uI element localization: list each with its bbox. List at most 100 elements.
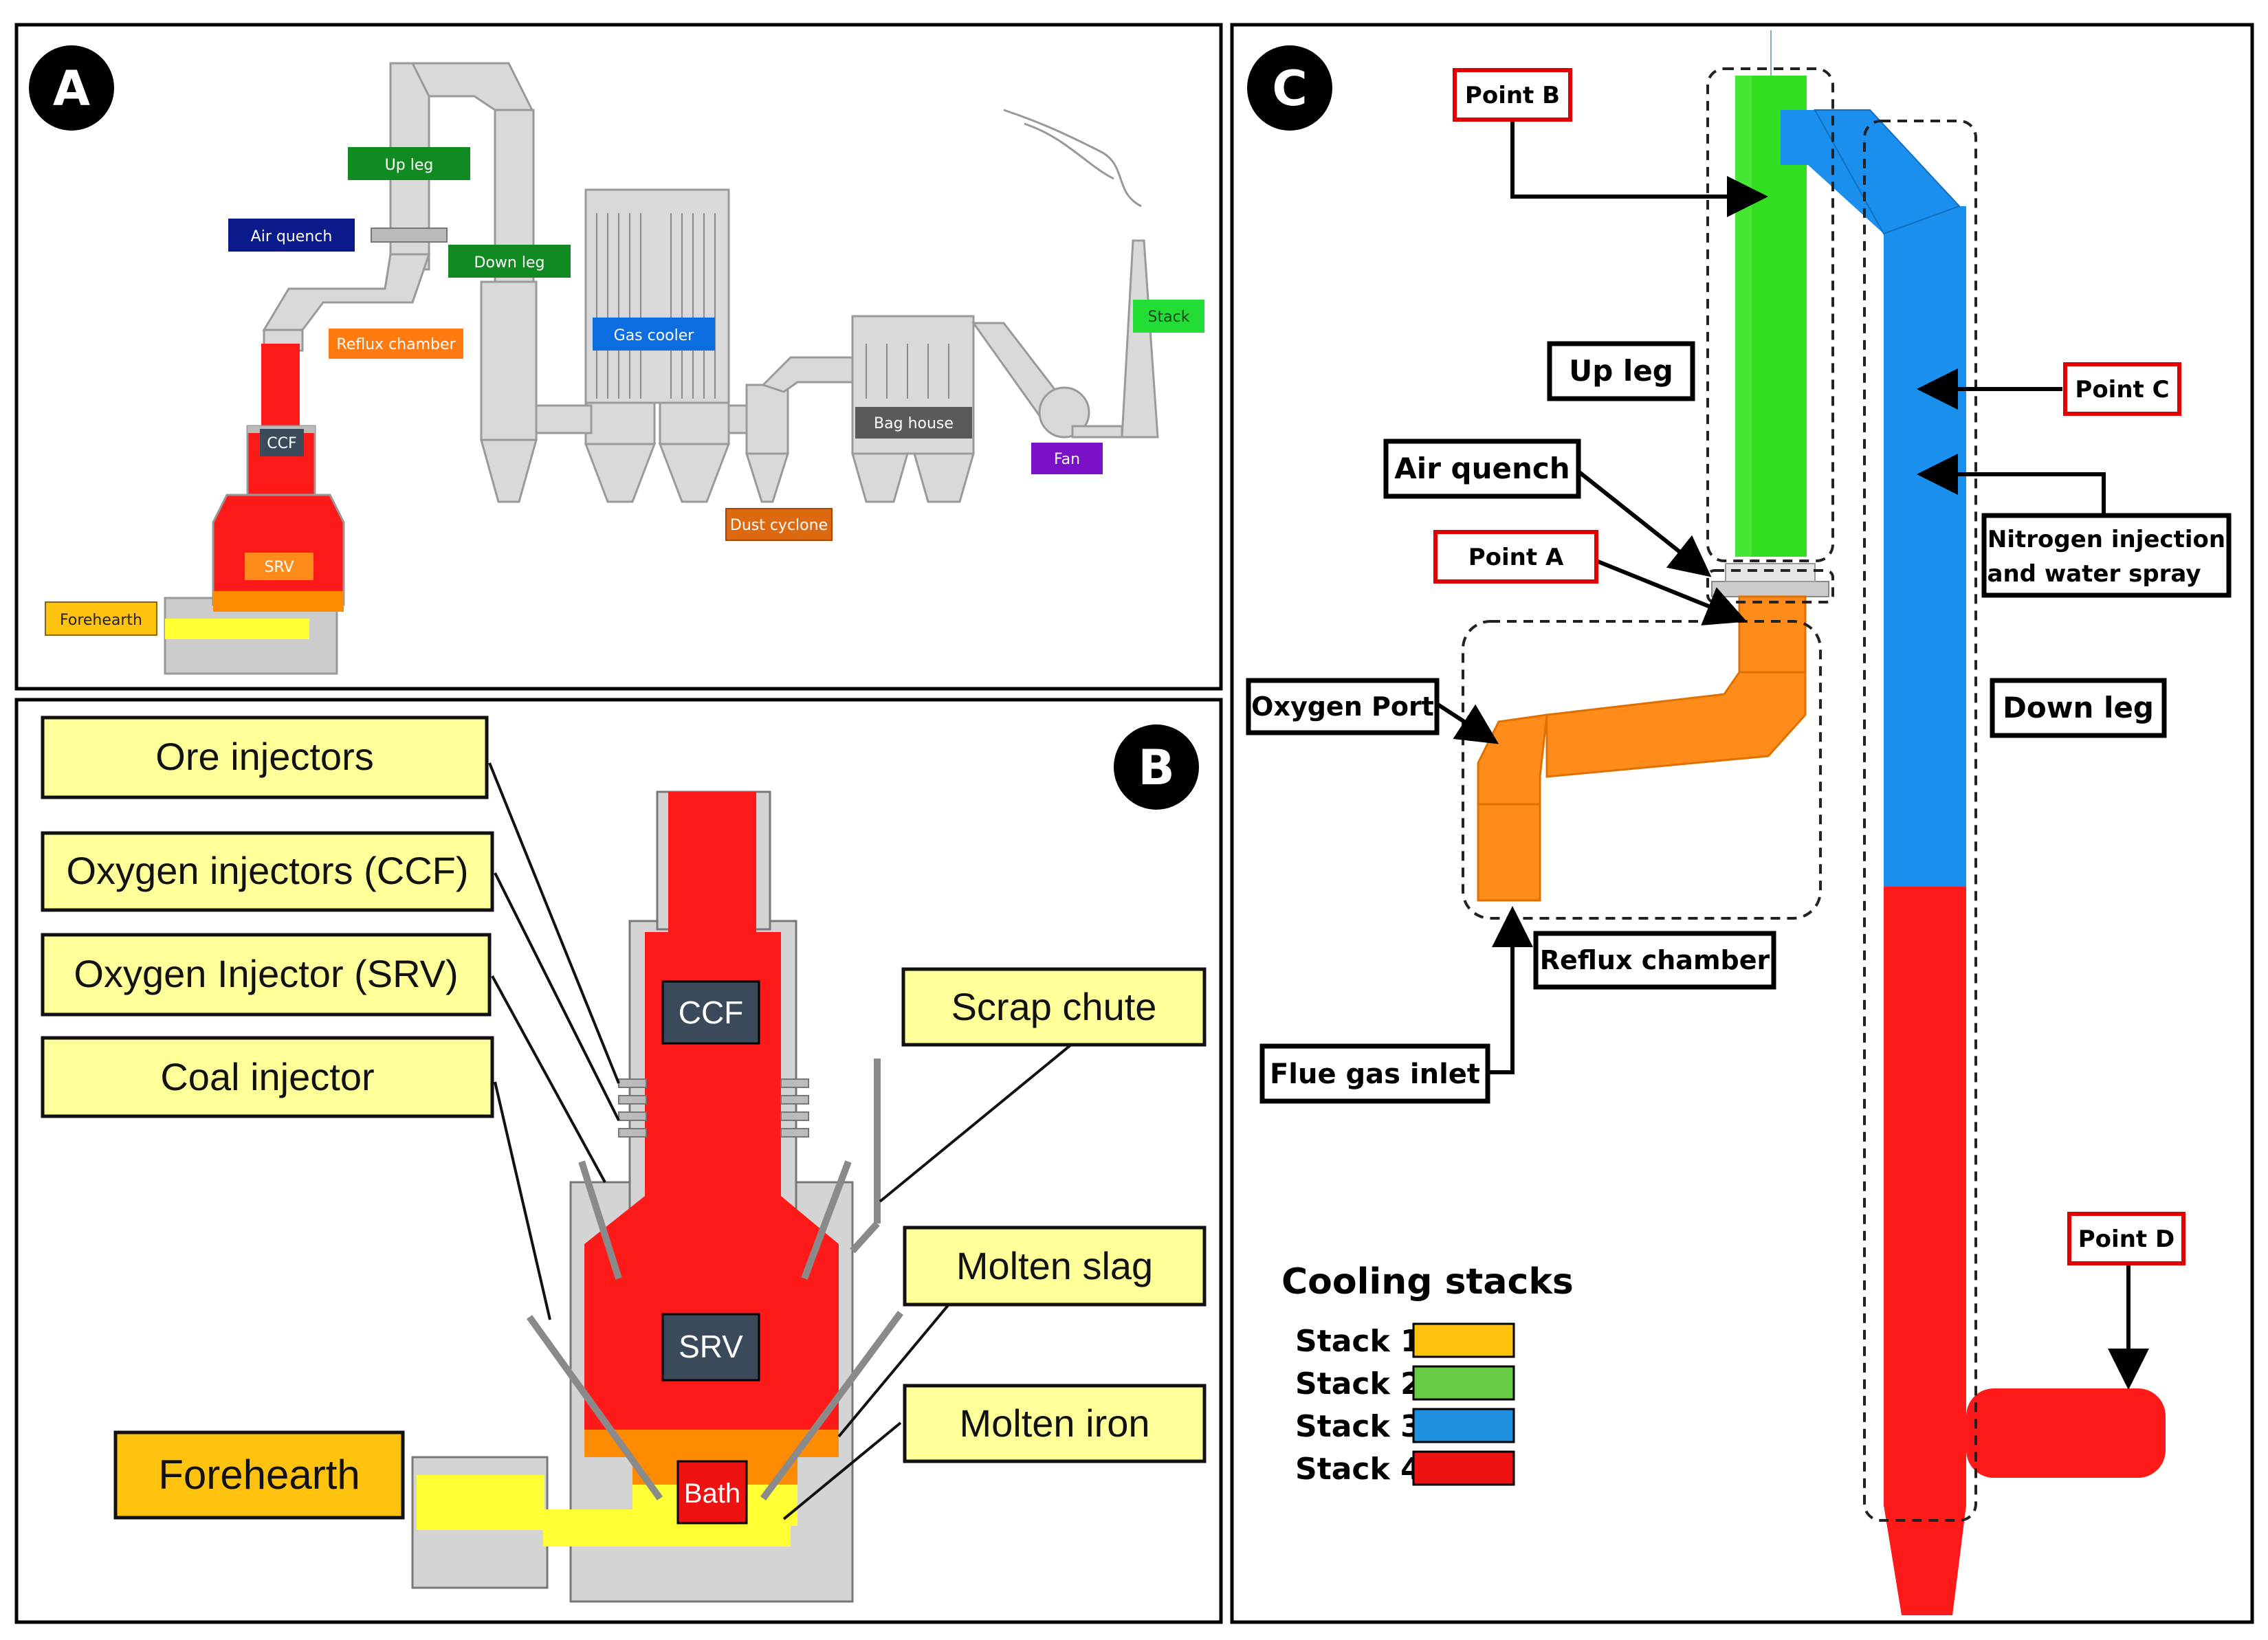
label-point-a: [1433, 530, 1598, 584]
panel-a-badge: [29, 45, 114, 131]
legend-swatch-stack-3: [1412, 1408, 1515, 1443]
label-air-quench-c-text: Air quench: [1394, 452, 1570, 485]
label-oxygen-port-c: [1246, 678, 1440, 735]
duct-system-a: [262, 62, 1159, 503]
panel-b-badge: [1114, 724, 1199, 810]
label-down-leg-a: [448, 245, 571, 278]
panel-a-letter: A: [53, 60, 90, 117]
label-air-quench-a: [228, 219, 355, 252]
label-air-quench-a-text: Air quench: [251, 228, 333, 245]
label-bag-house-a: [855, 407, 972, 439]
label-ccf-a: [260, 429, 304, 456]
label-nitrogen-line1-text: Nitrogen injection: [1988, 526, 2225, 553]
label-ore-injectors-text: Ore injectors: [155, 735, 373, 778]
label-molten-slag: [903, 1226, 1207, 1307]
label-coal-injector: [41, 1036, 494, 1118]
gas-cooler-fins: [596, 213, 949, 399]
panel-c-badge: [1247, 45, 1332, 131]
label-oxygen-injector-srv-text: Oxygen Injector (SRV): [74, 952, 458, 995]
label-forehearth-b: [113, 1430, 405, 1520]
label-up-leg-c-text: Up leg: [1569, 354, 1673, 388]
air-quench-disc-c: [1711, 581, 1829, 597]
label-oxygen-port-c-text: Oxygen Port: [1251, 691, 1434, 722]
label-point-d-text: Point D: [2078, 1226, 2175, 1253]
cooling-stacks-legend: Cooling stacks Stack 1 Stack 2 Stack 3 S…: [1281, 1261, 1574, 1487]
label-srv-a-text: SRV: [264, 559, 294, 576]
label-gas-cooler-a-text: Gas cooler: [614, 327, 695, 344]
label-oxygen-injectors-ccf-text: Oxygen injectors (CCF): [66, 849, 468, 892]
label-nitrogen-line2-text: and water spray: [1988, 560, 2201, 588]
label-dust-cyclone-a-text: Dust cyclone: [730, 517, 828, 534]
label-dust-cyclone-a: [725, 508, 833, 541]
label-point-c-text: Point C: [2075, 376, 2169, 403]
label-oxygen-injector-srv: [41, 933, 492, 1017]
label-reflux-chamber-c-text: Reflux chamber: [1540, 945, 1770, 975]
panel-b: B: [14, 698, 1223, 1624]
label-forehearth-b-text: Forehearth: [158, 1452, 360, 1498]
label-molten-iron-text: Molten iron: [959, 1401, 1149, 1445]
leader-lines-c: [1435, 120, 2149, 1390]
label-ccf-b: [661, 980, 760, 1045]
label-point-d: [2067, 1212, 2186, 1265]
air-quench-nozzle: [371, 228, 448, 243]
down-leg-c: [1781, 109, 2166, 1615]
label-reflux-chamber-c: [1533, 931, 1776, 990]
label-reflux-chamber-a: [329, 329, 463, 359]
dashed-regions-c: [1462, 67, 1977, 1522]
label-down-leg-c-text: Down leg: [2003, 691, 2154, 724]
label-point-b: [1453, 68, 1572, 122]
label-stack-a: [1133, 300, 1204, 333]
label-srv-b-text: SRV: [679, 1329, 743, 1364]
label-bath-b-text: Bath: [684, 1478, 740, 1509]
label-nitrogen-injection-c: [1981, 513, 2232, 598]
label-gas-cooler-a: [593, 318, 715, 351]
label-srv-b: [661, 1313, 760, 1382]
label-down-leg-c: [1990, 678, 2167, 738]
label-air-quench-c: [1383, 439, 1581, 499]
label-flue-gas-inlet-c-text: Flue gas inlet: [1270, 1059, 1480, 1090]
legend-swatch-stack-4: [1412, 1450, 1515, 1486]
label-flue-gas-inlet-c: [1259, 1043, 1490, 1104]
label-srv-a: [245, 553, 313, 580]
legend-item-stack-4: Stack 4: [1295, 1452, 1422, 1487]
panel-a: A: [14, 23, 1223, 691]
label-scrap-chute: [901, 967, 1207, 1047]
label-point-c: [2063, 362, 2181, 416]
label-point-b-text: Point B: [1465, 82, 1560, 109]
panel-c-letter: C: [1272, 60, 1307, 117]
label-fan-a: [1031, 443, 1103, 474]
label-oxygen-injectors-ccf: [41, 831, 494, 912]
label-bag-house-a-text: Bag house: [874, 415, 954, 432]
label-reflux-chamber-a-text: Reflux chamber: [336, 336, 456, 353]
label-up-leg-a-text: Up leg: [385, 157, 434, 174]
label-point-a-text: Point A: [1468, 544, 1564, 571]
label-ccf-b-text: CCF: [679, 995, 744, 1030]
label-ccf-a-text: CCF: [267, 435, 296, 452]
legend-item-stack-1: Stack 1: [1295, 1324, 1422, 1359]
label-up-leg-c: [1547, 341, 1695, 401]
furnace-b: CCF SRV Bath: [411, 790, 904, 1603]
legend-item-stack-3: Stack 3: [1295, 1409, 1422, 1444]
label-forehearth-a: [45, 601, 157, 636]
panel-c: C: [1230, 23, 2254, 1624]
reflux-chamber-c: [1477, 595, 1807, 902]
legend-swatch-stack-1: [1412, 1322, 1515, 1358]
label-fan-a-text: Fan: [1054, 451, 1080, 468]
legend-title: Cooling stacks: [1281, 1261, 1574, 1303]
label-scrap-chute-text: Scrap chute: [951, 985, 1157, 1028]
label-stack-a-text: Stack: [1148, 309, 1190, 326]
smoke-lines: [1003, 109, 1142, 208]
label-coal-injector-text: Coal injector: [160, 1055, 374, 1098]
label-forehearth-a-text: Forehearth: [60, 612, 142, 629]
leader-lines-b: [488, 762, 1072, 1520]
label-molten-iron: [903, 1384, 1207, 1463]
label-molten-slag-text: Molten slag: [956, 1244, 1153, 1287]
panel-b-letter: B: [1138, 740, 1174, 796]
label-up-leg-a: [348, 147, 470, 180]
label-bath-b: [676, 1460, 748, 1525]
label-ore-injectors: [41, 716, 489, 799]
legend-swatch-stack-2: [1412, 1365, 1515, 1401]
label-down-leg-a-text: Down leg: [474, 254, 545, 272]
legend-item-stack-2: Stack 2: [1295, 1366, 1422, 1401]
